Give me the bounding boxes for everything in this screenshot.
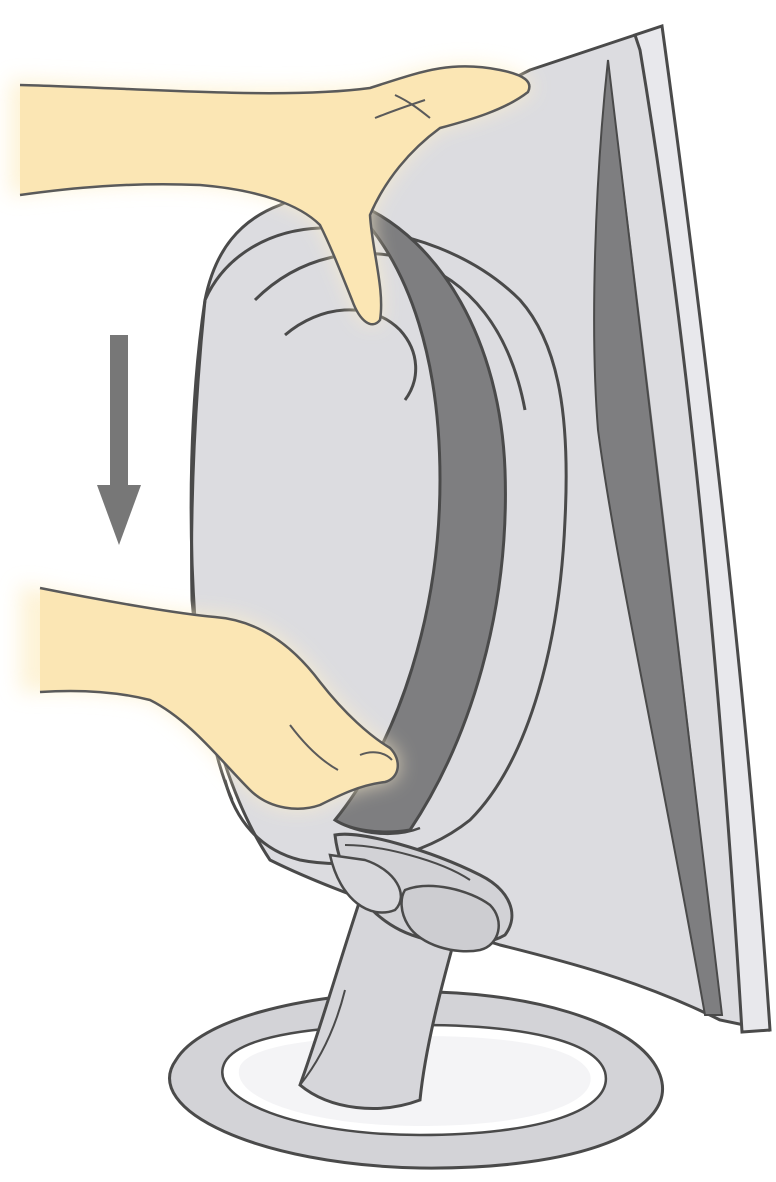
down-arrow-icon <box>97 335 141 545</box>
